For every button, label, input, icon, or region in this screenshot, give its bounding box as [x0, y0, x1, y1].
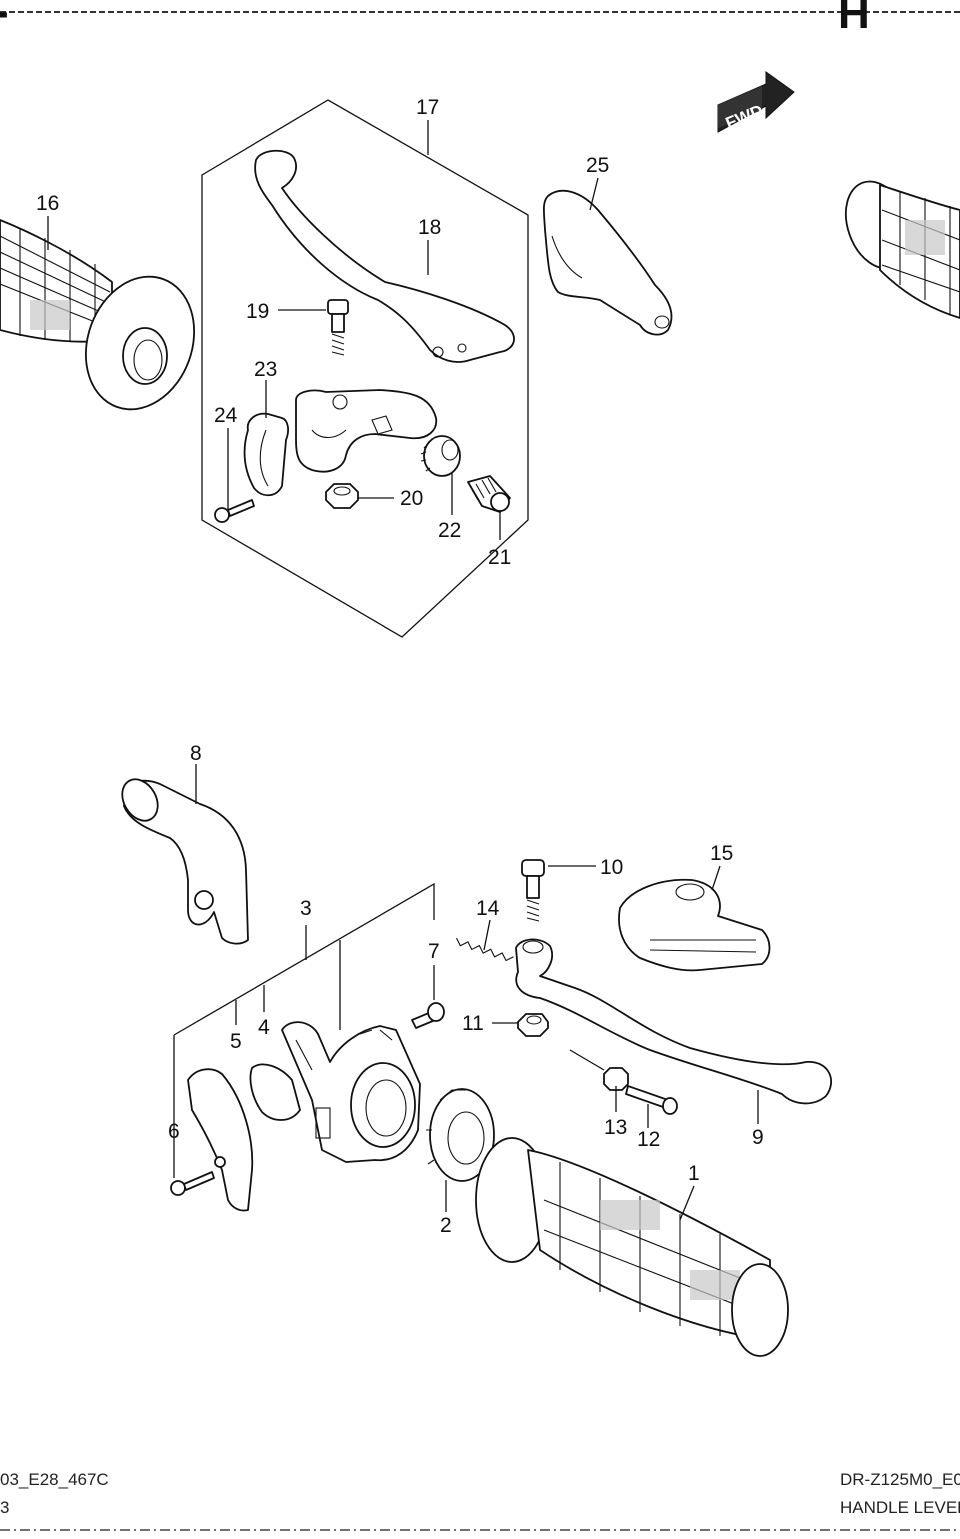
screw-24	[214, 499, 255, 523]
upper-assembly	[201, 99, 673, 638]
callout-2: 2	[440, 1214, 452, 1237]
callout-numbers: 17 25 16 18 19 23 24 20 22 21 8 10 15 3 …	[36, 96, 764, 1237]
callout-20: 20	[400, 487, 423, 510]
callout-6: 6	[168, 1120, 180, 1143]
callout-7: 7	[428, 940, 440, 963]
callout-13: 13	[604, 1116, 627, 1139]
brake-cover-15	[618, 878, 771, 972]
callout-12: 12	[637, 1128, 660, 1151]
callout-23: 23	[254, 358, 277, 381]
header-right-fragment: H	[838, 0, 870, 38]
callout-lines-lower	[173, 882, 435, 1178]
callout-14: 14	[476, 897, 500, 920]
callout-25: 25	[586, 154, 609, 177]
callout-17: 17	[416, 96, 439, 119]
callout-5: 5	[230, 1030, 242, 1053]
callout-11: 11	[462, 1012, 484, 1035]
spring-14	[456, 937, 514, 962]
nut-20	[325, 483, 359, 509]
callout-16: 16	[36, 192, 59, 215]
clamp-23	[243, 412, 289, 497]
locknut-22	[420, 435, 461, 477]
upper-assembly-frame	[201, 99, 529, 638]
nut-11	[517, 1013, 549, 1037]
lever-cover-25	[542, 189, 673, 336]
footer-left-sub: 3	[0, 1498, 10, 1517]
callout-10: 10	[600, 856, 623, 879]
leader-lines	[47, 120, 759, 1221]
callout-4: 4	[258, 1016, 270, 1039]
header-left-fragment: -	[0, 0, 9, 36]
footer-right-model: DR-Z125M0_E0	[840, 1470, 960, 1489]
fwd-badge: FWD	[717, 71, 795, 133]
bolt-10	[521, 859, 545, 922]
screw-6	[170, 1171, 215, 1196]
callout-3: 3	[300, 897, 312, 920]
callout-22: 22	[438, 519, 461, 542]
lever-18	[254, 149, 515, 363]
callout-1: 1	[688, 1162, 700, 1185]
footer-right-title: HANDLE LEVER	[840, 1498, 960, 1517]
lever-dash-line	[569, 1049, 605, 1071]
callout-24: 24	[214, 404, 238, 427]
callout-18: 18	[418, 216, 441, 239]
grip-1	[475, 1137, 789, 1357]
callout-21: 21	[488, 546, 511, 569]
callout-19: 19	[246, 300, 269, 323]
nut-13	[603, 1067, 629, 1091]
throttle-cover-8	[121, 778, 249, 945]
lever-perch	[295, 389, 438, 473]
housing-half-4	[249, 1063, 301, 1121]
adjuster-21	[467, 475, 511, 513]
screw-7	[411, 1002, 445, 1029]
grip-16	[0, 219, 196, 411]
callout-15: 15	[710, 842, 733, 865]
footer-left-code: 03_E28_467C	[0, 1470, 109, 1489]
callout-8: 8	[190, 742, 202, 765]
brake-lever-9	[515, 938, 832, 1105]
callout-9: 9	[752, 1126, 764, 1149]
screw-12	[625, 1085, 678, 1115]
throttle-housing-3	[281, 1021, 421, 1163]
cable-guide-5	[187, 1068, 254, 1212]
throttle-pulley-2	[426, 1088, 495, 1182]
bolt-19	[327, 299, 349, 356]
grip-right-top	[844, 180, 960, 319]
header-band: - H	[0, 0, 960, 38]
